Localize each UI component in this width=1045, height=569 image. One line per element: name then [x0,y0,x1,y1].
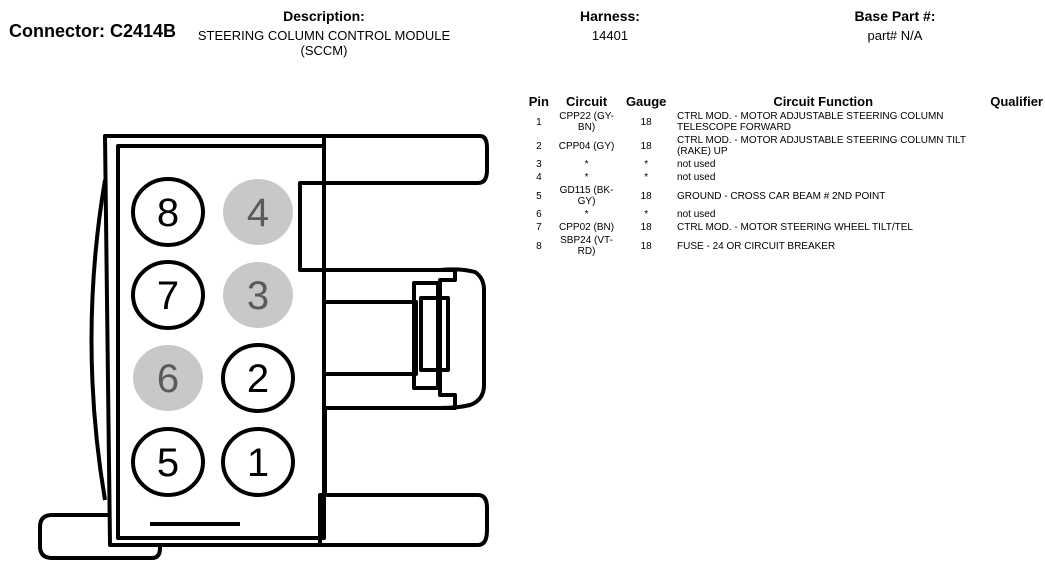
cell-qualifier [971,158,1045,171]
pin-circle [133,345,203,411]
bottom-foot [38,513,162,560]
base-part-value: part# N/A [867,28,923,43]
pin-cavities: 8 4 7 3 6 2 5 1 [131,177,295,497]
cell-circuit: CPP02 (BN) [559,222,615,233]
latch-tab-inner-3 [436,296,450,372]
pin-cavity-7: 7 [131,260,205,330]
cell-pin: 2 [536,140,542,152]
top-latch [324,134,489,185]
latch-tab [439,267,486,410]
table-row: 6 * * not used [522,208,1045,221]
description-value: STEERING COLUMN CONTROL MODULE (SCCM) [197,28,451,58]
pin-circle [131,427,205,497]
cell-circuit: * [584,209,589,220]
col-qualifier: Qualifier [990,93,1043,109]
pin-number: 6 [157,357,179,401]
table-row: 7 CPP02 (BN) 18 CTRL MOD. - MOTOR STEERI… [522,221,1045,234]
cell-gauge: * [644,172,649,183]
pin-circle [131,177,205,247]
cell-gauge: * [644,159,649,170]
table-row: 3 * * not used [522,158,1045,171]
pin-number: 3 [247,274,269,318]
cell-gauge: 18 [640,116,652,128]
cell-function: GROUND - CROSS CAR BEAM # 2ND POINT [677,190,886,202]
cell-circuit: CPP04 (GY) [558,140,615,152]
latch-window [322,300,418,376]
pin-number: 7 [157,274,179,318]
cell-pin: 4 [536,172,542,183]
cell-qualifier [971,234,1045,258]
cell-function: not used [677,159,716,170]
cell-pin: 3 [536,159,542,170]
left-wall [89,179,107,501]
connector-diagram: 8 4 7 3 6 2 5 1 [38,134,489,560]
table-row: 1 CPP22 (GY-BN) 18 CTRL MOD. - MOTOR ADJ… [522,110,1045,134]
cell-function: CTRL MOD. - MOTOR STEERING WHEEL TILT/TE… [677,222,913,233]
cell-pin: 8 [536,240,542,252]
cell-pin: 7 [536,222,542,233]
connector-housing [38,134,489,560]
cell-qualifier [971,221,1045,234]
harness-value: 14401 [591,28,629,43]
pin-circle [223,262,293,328]
pin-number: 5 [157,441,179,485]
bottom-latch [320,493,489,547]
cell-pin: 1 [536,116,542,128]
cell-function: not used [677,172,716,183]
col-circuit: Circuit [565,93,608,109]
table-row: 2 CPP04 (GY) 18 CTRL MOD. - MOTOR ADJUST… [522,134,1045,158]
pin-table-header: Pin Circuit Gauge Circuit Function Quali… [522,92,1045,110]
connector-id: Connector: C2414B [9,21,177,41]
pin-circle [131,260,205,330]
pin-number: 8 [157,191,179,235]
cell-gauge: * [644,209,649,220]
cell-function: FUSE - 24 OR CIRCUIT BREAKER [677,240,836,252]
cell-qualifier [971,208,1045,221]
cell-gauge: 18 [640,240,652,252]
pin-number: 4 [247,191,269,235]
pin-cavity-3: 3 [223,262,293,328]
col-pin: Pin [528,93,549,109]
harness-label: Harness: [580,8,640,24]
pin-table: Pin Circuit Gauge Circuit Function Quali… [522,92,1045,258]
cell-qualifier [971,184,1045,208]
table-row: 8 SBP24 (VT-RD) 18 FUSE - 24 OR CIRCUIT … [522,234,1045,258]
pin-cavity-1: 1 [221,427,295,497]
table-row: 4 * * not used [522,171,1045,184]
cell-pin: 6 [536,209,542,220]
cell-qualifier [971,110,1045,134]
cell-function: CTRL MOD. - MOTOR ADJUSTABLE STEERING CO… [677,135,966,157]
cell-circuit: SBP24 (VT-RD) [560,235,613,257]
description-label: Description: [283,8,365,24]
pin-cavity-8: 8 [131,177,205,247]
cell-function: CTRL MOD. - MOTOR ADJUSTABLE STEERING CO… [677,111,944,133]
pin-number: 2 [247,357,269,401]
cell-qualifier [971,134,1045,158]
pin-circle [221,427,295,497]
base-part-label: Base Part #: [854,8,936,24]
pin-cavity-4: 4 [223,179,293,245]
cell-circuit: * [584,172,589,183]
cell-qualifier [971,171,1045,184]
cell-circuit: GD115 (BK-GY) [559,185,614,207]
pin-circle [223,179,293,245]
cell-pin: 5 [536,190,542,202]
pin-cavity-2: 2 [221,343,295,413]
cell-circuit: CPP22 (GY-BN) [559,111,614,133]
pin-cavity-5: 5 [131,427,205,497]
pin-number: 1 [247,441,269,485]
cell-function: not used [677,209,716,220]
table-row: 5 GD115 (BK-GY) 18 GROUND - CROSS CAR BE… [522,184,1045,208]
cell-gauge: 18 [640,222,652,233]
pin-circle [221,343,295,413]
cell-gauge: 18 [640,190,652,202]
housing-body [103,134,457,547]
pin-cavity-6: 6 [133,345,203,411]
col-circuit-function: Circuit Function [773,93,874,109]
cell-gauge: 18 [640,140,652,152]
latch-tab-inner-2 [419,296,440,372]
cell-circuit: * [584,159,589,170]
col-gauge: Gauge [625,93,667,109]
